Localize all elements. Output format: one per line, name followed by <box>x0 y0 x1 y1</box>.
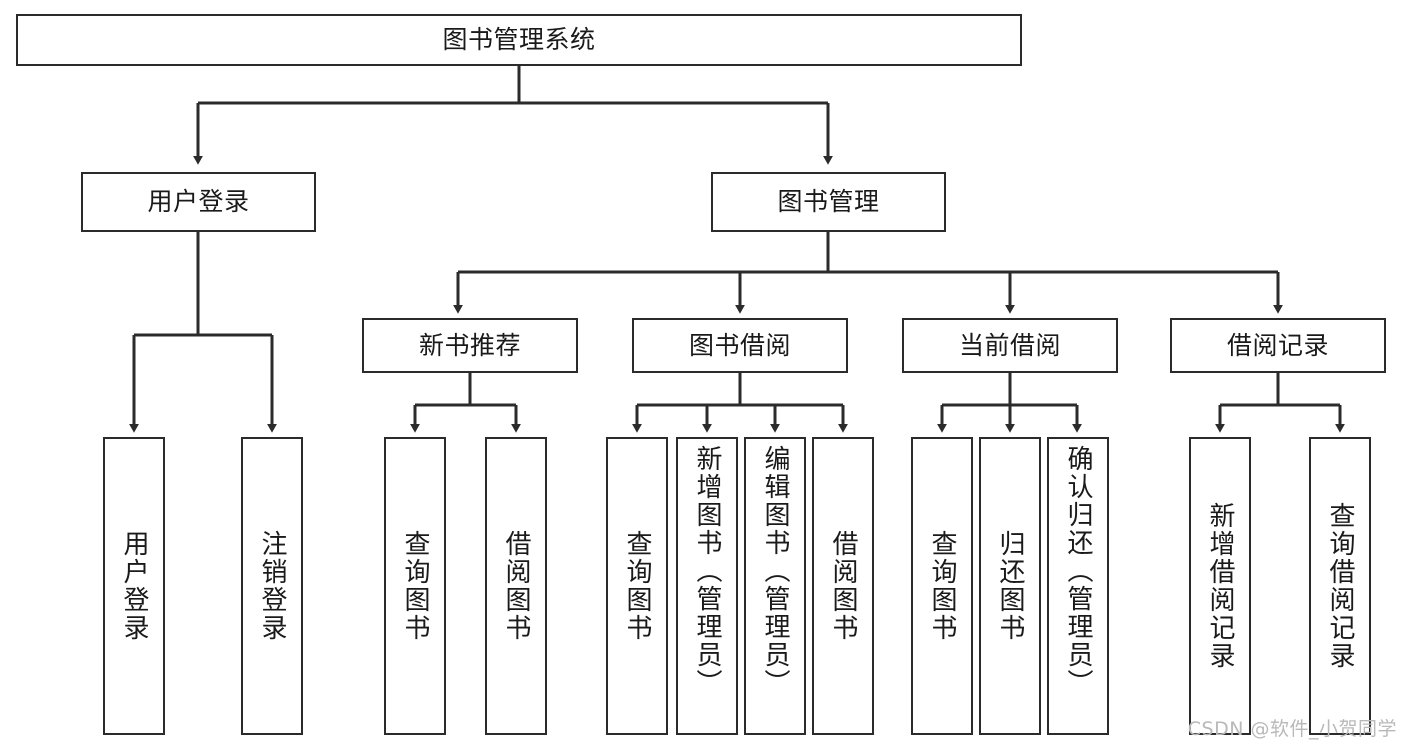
node-user-login-label: 用户登录 <box>147 187 250 217</box>
node-leaf-add-record-label: 新增借阅记录 <box>1205 502 1236 670</box>
node-leaf-borrow-book-2[interactable]: 借阅图书 <box>812 437 874 735</box>
node-new-book-rec-label: 新书推荐 <box>418 330 521 360</box>
node-leaf-add-book-label: 新增图书（管理员） <box>692 445 723 697</box>
node-leaf-query-book-2[interactable]: 查询图书 <box>606 437 668 735</box>
node-leaf-borrow-book-2-label: 借阅图书 <box>828 530 859 642</box>
node-book-borrow-label: 图书借阅 <box>688 330 791 360</box>
node-leaf-query-book-2-label: 查询图书 <box>622 530 653 642</box>
node-leaf-add-record[interactable]: 新增借阅记录 <box>1189 437 1251 735</box>
node-leaf-query-book-3-label: 查询图书 <box>927 530 958 642</box>
node-leaf-confirm-return-label: 确认归还（管理员） <box>1063 445 1094 697</box>
node-leaf-query-record[interactable]: 查询借阅记录 <box>1309 437 1371 735</box>
node-current-borrow-label: 当前借阅 <box>958 330 1061 360</box>
node-book-borrow[interactable]: 图书借阅 <box>632 318 848 373</box>
node-leaf-edit-book[interactable]: 编辑图书（管理员） <box>744 437 806 735</box>
node-leaf-logout-label: 注销登录 <box>257 530 288 642</box>
node-leaf-borrow-book-1-label: 借阅图书 <box>501 530 532 642</box>
node-leaf-logout[interactable]: 注销登录 <box>241 437 303 735</box>
node-leaf-query-book-1-label: 查询图书 <box>400 530 431 642</box>
node-leaf-confirm-return[interactable]: 确认归还（管理员） <box>1047 437 1109 735</box>
node-leaf-borrow-book-1[interactable]: 借阅图书 <box>485 437 547 735</box>
node-leaf-query-record-label: 查询借阅记录 <box>1325 502 1356 670</box>
node-root[interactable]: 图书管理系统 <box>16 14 1022 66</box>
node-leaf-query-book-1[interactable]: 查询图书 <box>384 437 446 735</box>
node-leaf-return-book[interactable]: 归还图书 <box>979 437 1041 735</box>
node-book-manage[interactable]: 图书管理 <box>711 172 946 232</box>
node-new-book-rec[interactable]: 新书推荐 <box>362 318 578 373</box>
node-book-manage-label: 图书管理 <box>777 187 880 217</box>
node-user-login[interactable]: 用户登录 <box>81 172 316 232</box>
node-leaf-return-book-label: 归还图书 <box>995 530 1026 642</box>
node-leaf-edit-book-label: 编辑图书（管理员） <box>760 445 791 697</box>
node-current-borrow[interactable]: 当前借阅 <box>902 318 1118 373</box>
node-leaf-add-book[interactable]: 新增图书（管理员） <box>676 437 738 735</box>
node-root-label: 图书管理系统 <box>442 25 596 55</box>
node-leaf-query-book-3[interactable]: 查询图书 <box>911 437 973 735</box>
node-borrow-record-label: 借阅记录 <box>1226 330 1329 360</box>
node-borrow-record[interactable]: 借阅记录 <box>1170 318 1386 373</box>
node-leaf-user-login-label: 用户登录 <box>119 530 150 642</box>
node-leaf-user-login[interactable]: 用户登录 <box>103 437 165 735</box>
